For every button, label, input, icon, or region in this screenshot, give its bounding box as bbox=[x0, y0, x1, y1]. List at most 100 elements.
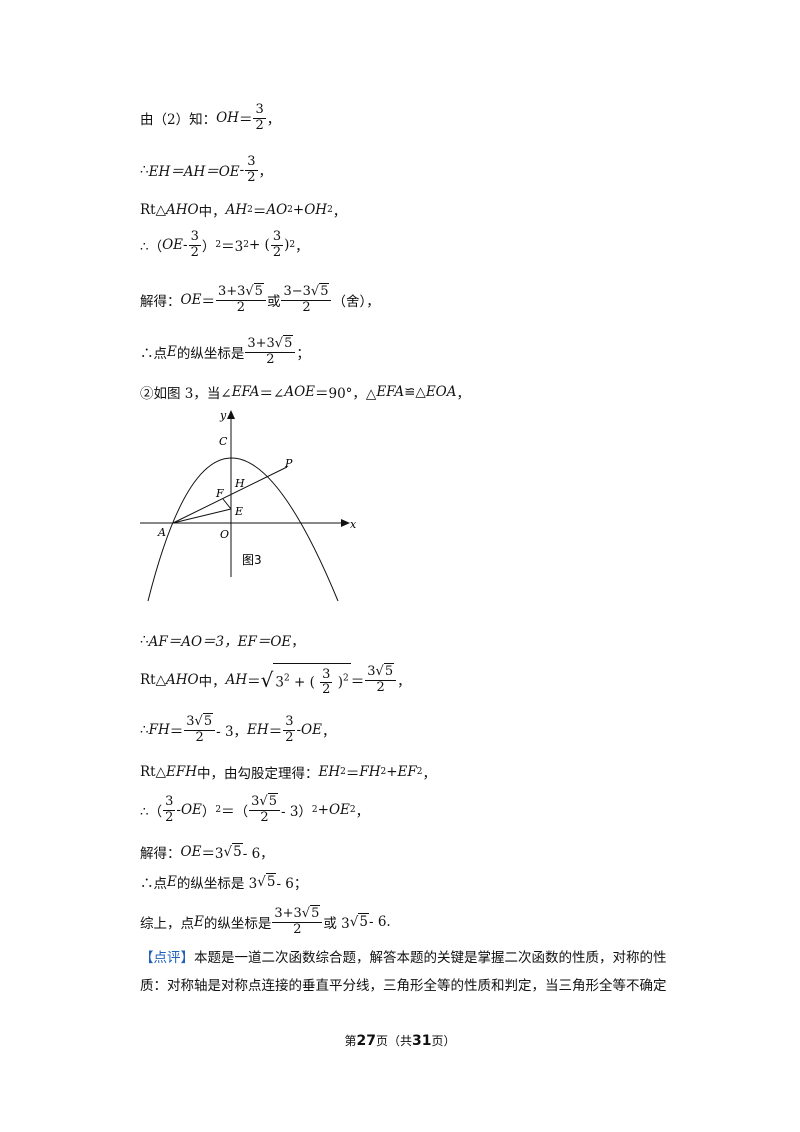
var: OE bbox=[301, 722, 322, 738]
radicand: 5 bbox=[253, 283, 264, 300]
text: 3+3 bbox=[217, 284, 246, 300]
var: EFA bbox=[376, 384, 405, 400]
numerator: 3√5 bbox=[249, 793, 280, 811]
text: ， bbox=[258, 164, 273, 180]
var: E bbox=[194, 914, 204, 930]
text: ＝ bbox=[350, 674, 365, 690]
text: ， bbox=[397, 674, 411, 690]
denominator: 2 bbox=[195, 729, 204, 745]
text: 页（共 bbox=[375, 1034, 412, 1048]
label-e: E bbox=[234, 505, 243, 518]
label-h: H bbox=[234, 477, 245, 490]
page-footer: 第27页（共31页） bbox=[0, 1032, 800, 1049]
text: 3 bbox=[367, 664, 376, 680]
var: FH bbox=[359, 764, 381, 780]
x-axis-arrow bbox=[341, 519, 350, 527]
radicand: 5 bbox=[358, 913, 369, 930]
text: + ( bbox=[293, 674, 315, 690]
text: ， bbox=[332, 204, 347, 220]
parabola-curve bbox=[147, 457, 339, 602]
numerator: 3 bbox=[245, 154, 258, 171]
text: 的纵坐标是 bbox=[203, 916, 272, 932]
commentary-paragraph: 【点评】本题是一道二次函数综合题，解答本题的关键是掌握二次函数的性质，对称的性质… bbox=[140, 944, 680, 1000]
sqrt: √5 bbox=[194, 713, 214, 730]
text: ＝3 bbox=[201, 846, 224, 862]
denominator: 2 bbox=[190, 244, 199, 260]
text: 的纵坐标是 bbox=[176, 346, 245, 362]
text: - 3） bbox=[280, 804, 312, 820]
numerator: 3+3√5 bbox=[245, 335, 296, 353]
text: - 6， bbox=[242, 846, 274, 862]
sqrt: √5 bbox=[301, 905, 321, 922]
numerator: 3 bbox=[320, 666, 333, 683]
text: 解得： bbox=[140, 846, 181, 862]
text: ∴ bbox=[140, 722, 149, 738]
sqrt: √5 bbox=[245, 283, 264, 300]
numerator: 3+3√5 bbox=[272, 905, 323, 923]
label-c: C bbox=[219, 435, 228, 448]
figure-caption: 图3 bbox=[242, 553, 262, 567]
radicand: 5 bbox=[283, 335, 294, 352]
denominator: 2 bbox=[266, 351, 275, 367]
sqrt: √5 bbox=[257, 873, 277, 890]
numerator: 3 bbox=[253, 102, 266, 119]
var: EH bbox=[247, 722, 269, 738]
numerator: 3−3√5 bbox=[281, 283, 332, 301]
var: AHO bbox=[165, 672, 199, 688]
y-axis-arrow bbox=[227, 410, 235, 419]
var: OE bbox=[180, 844, 202, 860]
numerator: 3 bbox=[283, 714, 296, 731]
text: （舍）， bbox=[332, 294, 380, 310]
text: ） bbox=[201, 239, 216, 255]
denominator: 2 bbox=[255, 117, 264, 133]
var: OE bbox=[180, 292, 202, 308]
text: - bbox=[183, 237, 188, 253]
radicand: 5 bbox=[319, 283, 330, 300]
var: EFH bbox=[165, 764, 197, 780]
text: ， bbox=[355, 804, 370, 820]
numerator: 3 bbox=[188, 229, 201, 246]
denominator: 2 bbox=[322, 682, 331, 697]
text: + bbox=[292, 202, 305, 218]
text: 3+3 bbox=[274, 906, 302, 922]
text: ＝90°，△ bbox=[315, 386, 377, 402]
var: OE bbox=[162, 237, 184, 253]
var: E bbox=[167, 874, 177, 890]
radicand: 5 bbox=[383, 663, 395, 680]
var: EOA bbox=[425, 384, 457, 400]
text: ， bbox=[291, 634, 305, 650]
text: ∴点 bbox=[140, 346, 167, 362]
numerator: 3√5 bbox=[365, 663, 397, 681]
text: ， bbox=[422, 766, 437, 782]
text: 3 bbox=[275, 674, 284, 690]
radicand: 5 bbox=[232, 843, 243, 860]
figure-3-diagram: y x C P H F E A O 图3 bbox=[140, 409, 357, 602]
var: EF bbox=[397, 764, 417, 780]
exponent: 2 bbox=[283, 673, 290, 683]
sqrt: √ bbox=[260, 668, 274, 692]
text: Rt△ bbox=[140, 202, 166, 218]
text: ＝ bbox=[238, 112, 253, 128]
text: 解得： bbox=[140, 294, 181, 310]
text: - 6. bbox=[368, 914, 391, 930]
text: ＝∠ bbox=[259, 386, 285, 402]
text: - bbox=[239, 162, 245, 178]
text: Rt△ bbox=[140, 672, 166, 688]
label-x: x bbox=[350, 518, 357, 531]
text: ， bbox=[321, 724, 336, 740]
var: EFA bbox=[231, 384, 260, 400]
